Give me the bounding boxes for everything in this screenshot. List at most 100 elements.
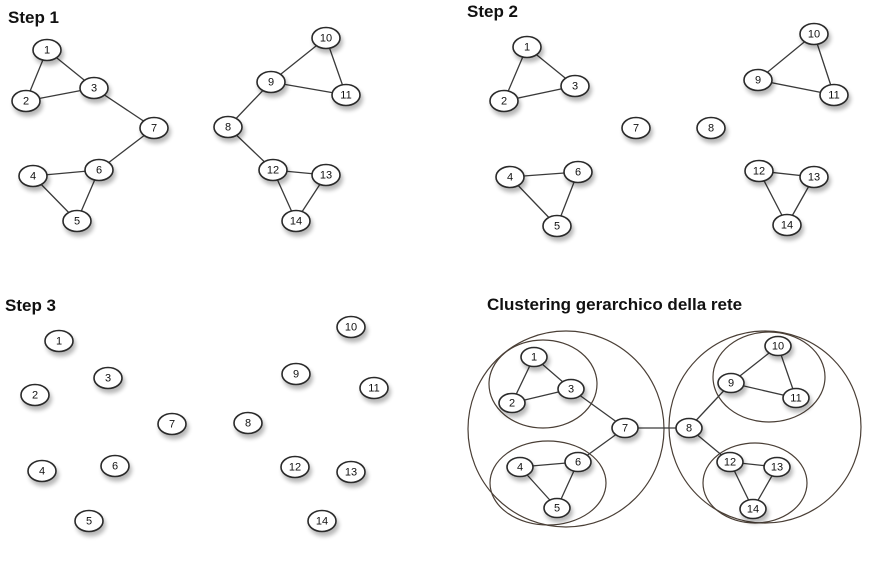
step3-node-body-11 xyxy=(359,376,389,400)
step2-node-5: 5 xyxy=(542,214,574,242)
step2-node-13: 13 xyxy=(799,165,831,193)
step1-node-body-3 xyxy=(79,76,109,100)
cluster-node-5: 5 xyxy=(543,497,573,523)
cluster-node-label-10: 10 xyxy=(772,341,784,353)
step1-node-9: 9 xyxy=(256,70,288,98)
cluster-node-label-13: 13 xyxy=(771,462,783,474)
cluster-node-label-3: 3 xyxy=(568,384,574,396)
cluster-ring-1-2-3 xyxy=(488,339,598,429)
step3-node-label-11: 11 xyxy=(368,383,379,395)
step2-node-label-12: 12 xyxy=(753,166,765,178)
step2-node-body-14 xyxy=(772,213,802,237)
step2-node-9: 9 xyxy=(743,68,775,96)
step3-node-body-4 xyxy=(27,459,57,483)
step2-node-body-6 xyxy=(563,160,593,184)
cluster-node-9: 9 xyxy=(717,372,747,398)
cluster-node-12: 12 xyxy=(716,451,746,477)
step2-node-body-10 xyxy=(799,22,829,46)
step1-node-body-8 xyxy=(213,115,243,139)
step2-node-4: 4 xyxy=(495,165,527,193)
cluster-node-body-7 xyxy=(611,417,639,439)
cluster-node-3: 3 xyxy=(557,378,587,404)
step1-node-1: 1 xyxy=(32,38,64,66)
step2-node-label-5: 5 xyxy=(554,221,560,233)
step2-node-body-4 xyxy=(495,165,525,189)
step3-node-body-5 xyxy=(74,509,104,533)
step2-node-6: 6 xyxy=(563,160,595,188)
cluster-node-13: 13 xyxy=(763,456,793,482)
cluster-node-body-3 xyxy=(557,378,585,400)
cluster-ring-left xyxy=(467,330,665,528)
step3-node-body-3 xyxy=(93,366,123,390)
cluster-node-label-2: 2 xyxy=(509,398,515,410)
cluster-node-body-8 xyxy=(675,417,703,439)
step2-node-body-11 xyxy=(819,83,849,107)
step3-node-9: 9 xyxy=(281,362,313,390)
step3-node-body-12 xyxy=(280,455,310,479)
step2-node-label-4: 4 xyxy=(507,172,513,184)
cluster-node-label-7: 7 xyxy=(622,423,628,435)
step2-node-body-3 xyxy=(560,74,590,98)
step1-node-label-2: 2 xyxy=(23,96,29,108)
cluster-node-label-11: 11 xyxy=(790,393,801,405)
cluster-title: Clustering gerarchico della rete xyxy=(487,295,743,314)
cluster-node-6: 6 xyxy=(564,451,594,477)
step3-node-4: 4 xyxy=(27,459,59,487)
step1-node-label-13: 13 xyxy=(320,170,332,182)
step1-node-body-10 xyxy=(311,26,341,50)
step3-node-2: 2 xyxy=(20,383,52,411)
cluster-node-label-12: 12 xyxy=(724,457,736,469)
cluster-node-14: 14 xyxy=(739,498,769,524)
step3-node-1: 1 xyxy=(44,329,76,357)
step3-node-label-14: 14 xyxy=(316,516,328,528)
step2-node-3: 3 xyxy=(560,74,592,102)
step1-node-label-6: 6 xyxy=(96,165,102,177)
cluster-node-11: 11 xyxy=(782,387,812,413)
step2-node-label-1: 1 xyxy=(524,42,530,54)
step3-node-label-13: 13 xyxy=(345,467,357,479)
step3-node-label-3: 3 xyxy=(105,373,111,385)
step1-node-body-4 xyxy=(18,164,48,188)
step1-node-14: 14 xyxy=(281,209,313,237)
step2-node-label-6: 6 xyxy=(575,167,581,179)
cluster-node-body-5 xyxy=(543,497,571,519)
step3-node-body-7 xyxy=(157,412,187,436)
step3-node-body-8 xyxy=(233,411,263,435)
step2-node-body-8 xyxy=(696,116,726,140)
cluster-rings xyxy=(467,330,862,528)
step2-node-label-3: 3 xyxy=(572,81,578,93)
step2-node-body-7 xyxy=(621,116,651,140)
step1-node-3: 3 xyxy=(79,76,111,104)
step2-node-label-10: 10 xyxy=(808,29,820,41)
step1-node-label-14: 14 xyxy=(290,216,302,228)
edges-layer xyxy=(25,33,835,510)
cluster-node-body-13 xyxy=(763,456,791,478)
step1-node-4: 4 xyxy=(18,164,50,192)
step2-node-7: 7 xyxy=(621,116,653,144)
cluster-node-label-9: 9 xyxy=(728,378,734,390)
step2-node-12: 12 xyxy=(744,159,776,187)
cluster-node-4: 4 xyxy=(506,456,536,482)
step2-node-10: 10 xyxy=(799,22,831,50)
cluster-node-label-1: 1 xyxy=(531,352,537,364)
step1-node-6: 6 xyxy=(84,158,116,186)
cluster-node-2: 2 xyxy=(498,392,528,418)
step3-node-body-2 xyxy=(20,383,50,407)
cluster-node-8: 8 xyxy=(675,417,705,443)
step1-node-body-12 xyxy=(258,158,288,182)
step3-node-3: 3 xyxy=(93,366,125,394)
step1-node-8: 8 xyxy=(213,115,245,143)
step3-node-label-4: 4 xyxy=(39,466,45,478)
cluster-ring-9-10-11 xyxy=(712,331,826,423)
step2-node-label-7: 7 xyxy=(633,123,639,135)
step2-node-label-11: 11 xyxy=(828,90,839,102)
cluster-node-body-14 xyxy=(739,498,767,520)
step3-node-body-1 xyxy=(44,329,74,353)
step1-node-12: 12 xyxy=(258,158,290,186)
step1-node-7: 7 xyxy=(139,116,171,144)
cluster-node-label-14: 14 xyxy=(747,504,759,516)
cluster-node-label-8: 8 xyxy=(686,423,692,435)
cluster-node-body-1 xyxy=(520,346,548,368)
